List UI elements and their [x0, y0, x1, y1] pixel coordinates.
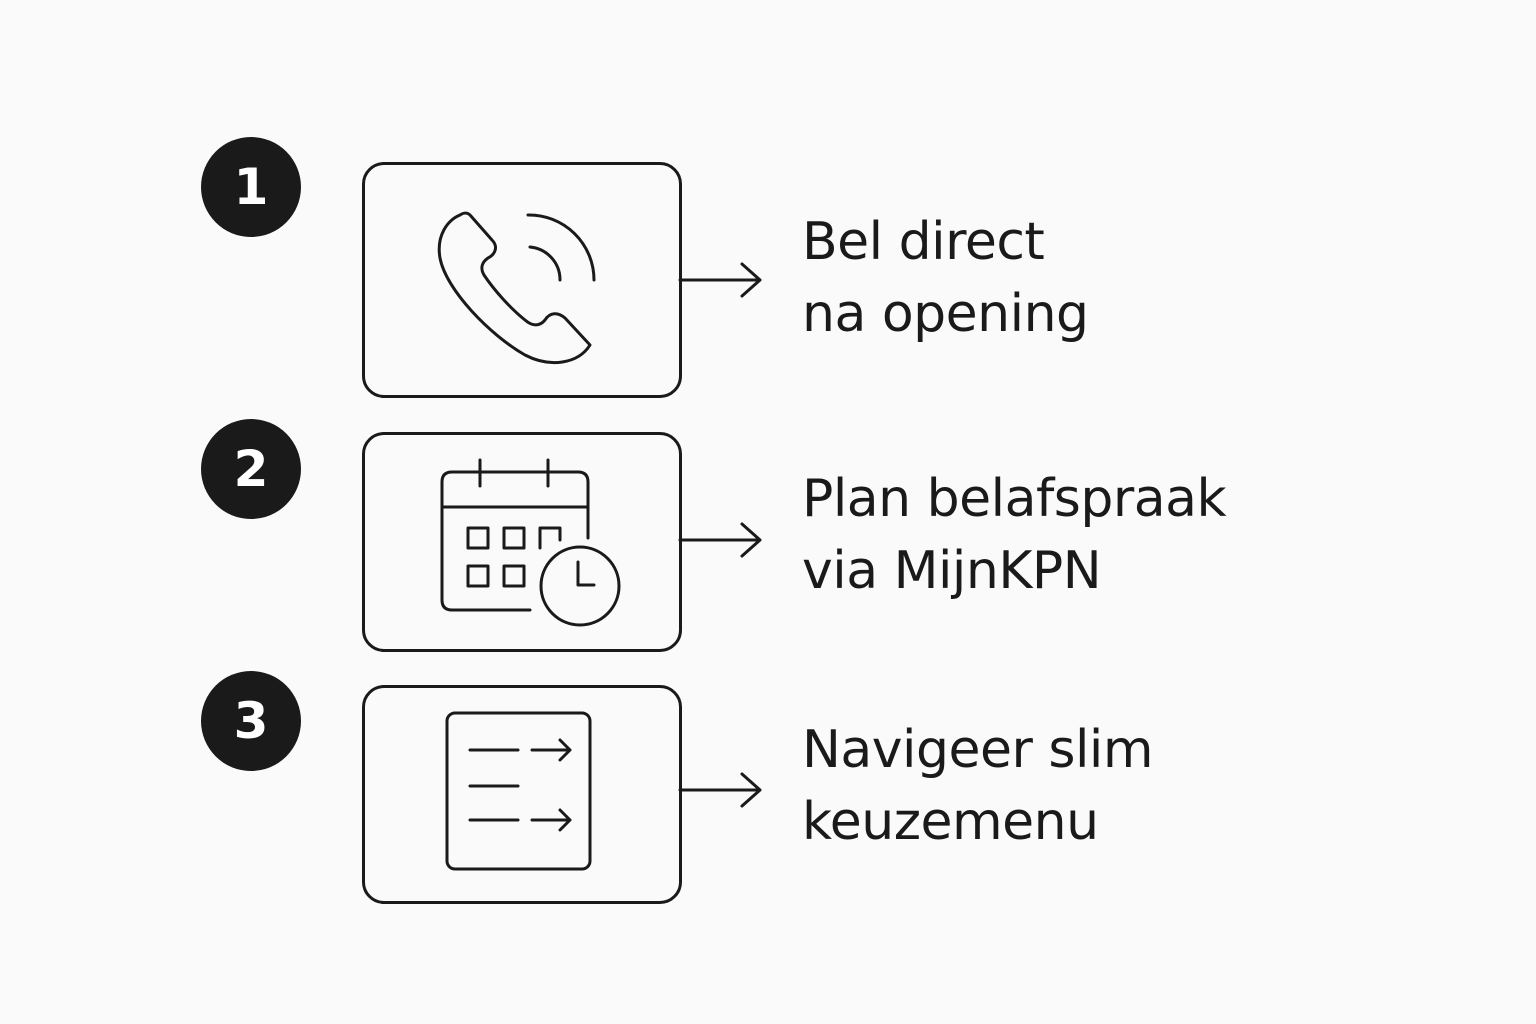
label-line: keuzemenu: [802, 792, 1099, 852]
arrow-icon: [678, 262, 762, 298]
step-3-number-badge: 3: [201, 671, 301, 771]
label-line: via MijnKPN: [802, 541, 1102, 601]
menu-list-icon: [445, 711, 592, 871]
step-2-number-badge: 2: [201, 419, 301, 519]
phone-icon: [437, 211, 596, 364]
step-number: 3: [233, 692, 269, 750]
step-1-label: Bel direct na opening: [802, 206, 1089, 350]
label-line: Plan belafspraak: [802, 469, 1227, 529]
step-2-label: Plan belafspraak via MijnKPN: [802, 463, 1227, 607]
step-3-label: Navigeer slim keuzemenu: [802, 714, 1154, 858]
step-2-card: [362, 432, 682, 652]
step-number: 2: [233, 440, 269, 498]
arrow-icon: [678, 522, 762, 558]
label-line: na opening: [802, 284, 1089, 344]
step-number: 1: [233, 158, 269, 216]
arrow-icon: [678, 772, 762, 808]
calendar-clock-icon: [440, 458, 621, 627]
label-line: Navigeer slim: [802, 720, 1154, 780]
label-line: Bel direct: [802, 212, 1045, 272]
step-1-number-badge: 1: [201, 137, 301, 237]
